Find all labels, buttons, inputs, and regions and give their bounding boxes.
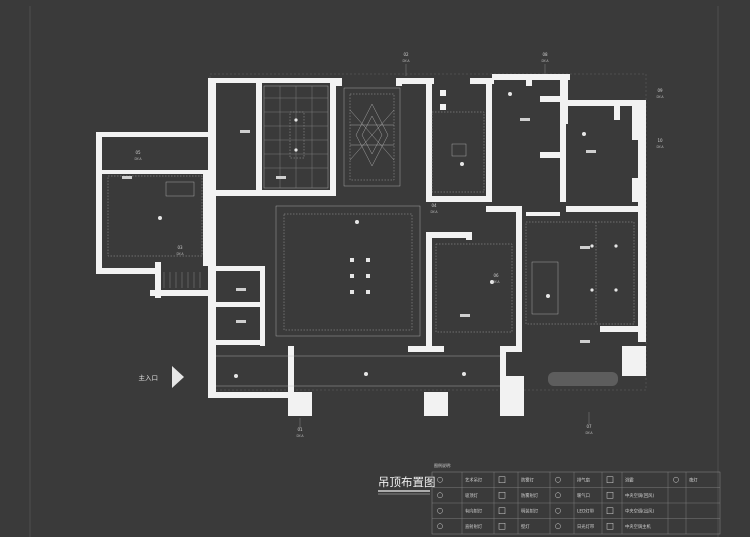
moisture-light-icon xyxy=(498,476,506,483)
legend-label: 中央空调(出风) xyxy=(625,507,654,514)
art-pendant-icon xyxy=(437,476,443,483)
ac-return-icon xyxy=(606,492,614,499)
spot-light-icon xyxy=(498,492,506,499)
section-mark-07: 07 DY-A xyxy=(585,412,593,435)
section-mark-10: 10 DY-A xyxy=(656,138,664,149)
legend-label: 吸顶灯 xyxy=(465,492,479,499)
legend-label: 夜灯 xyxy=(689,476,698,483)
section-mark-03: 03 DY-A xyxy=(176,245,184,256)
section-mark-10-id: 10 xyxy=(657,138,663,143)
led-strip-icon xyxy=(555,507,561,514)
section-mark-01-sub: DY-A xyxy=(296,434,304,438)
section-mark-08-id: 08 xyxy=(542,52,548,57)
legend-label: 明装射灯 xyxy=(521,507,539,514)
section-mark-08-sub: DY-A xyxy=(541,59,549,63)
section-mark-01-id: 01 xyxy=(297,427,303,432)
legend-label: 防雾灯 xyxy=(521,476,535,483)
section-mark-07-sub: DY-A xyxy=(585,431,593,435)
legend-label: 艺术吊灯 xyxy=(465,476,483,483)
fluorescent-strip-icon xyxy=(555,523,561,530)
section-mark-05-id: 05 xyxy=(135,150,141,155)
legend-label: 防雾射灯 xyxy=(521,492,539,499)
section-mark-05: 05 DY-A xyxy=(134,150,142,161)
section-mark-07-id: 07 xyxy=(586,424,592,429)
legend-label: 壁灯 xyxy=(521,523,530,530)
drawing-title: 吊顶布置图 xyxy=(378,475,436,489)
section-mark-04: 04 DY-A xyxy=(430,203,438,214)
section-mark-04-sub: DY-A xyxy=(430,210,438,214)
section-mark-02: 02 DY-A xyxy=(402,52,410,76)
night-light-icon xyxy=(673,476,679,483)
section-mark-08: 08 DY-A xyxy=(541,52,549,74)
section-mark-02-sub: DY-A xyxy=(402,59,410,63)
section-mark-05-sub: DY-A xyxy=(134,157,142,161)
section-mark-03-id: 03 xyxy=(177,245,183,250)
ceiling-details xyxy=(107,85,635,387)
legend-label: 排气扇 xyxy=(577,476,590,483)
watermark-smudge xyxy=(548,372,618,386)
section-mark-10-sub: DY-A xyxy=(656,145,664,149)
legend-label: 直射射灯 xyxy=(465,523,483,530)
light-fixtures xyxy=(158,92,618,378)
section-mark-06-sub: DY-A xyxy=(492,280,500,284)
legend-label: 浴霸 xyxy=(625,476,634,483)
section-mark-09: 09 DY-A xyxy=(656,88,664,99)
heating-vent-icon xyxy=(555,492,561,499)
directional-spot-icon xyxy=(437,507,443,514)
legend-label: 中央空调主机 xyxy=(625,523,651,530)
section-mark-06-id: 06 xyxy=(493,273,499,278)
legend-label: 日光灯带 xyxy=(577,523,595,530)
section-mark-09-sub: DY-A xyxy=(656,95,664,99)
down-spot-icon xyxy=(437,523,443,530)
section-mark-09-id: 09 xyxy=(657,88,663,93)
exhaust-fan-icon xyxy=(555,476,561,483)
section-mark-04-id: 04 xyxy=(431,203,437,208)
section-mark-02-id: 02 xyxy=(403,52,409,57)
section-mark-01: 01 DY-A xyxy=(296,418,304,438)
bright-spot-icon xyxy=(498,507,506,514)
main-entrance: 主入口 xyxy=(139,366,184,388)
section-mark-06: 06 DY-A xyxy=(492,273,500,284)
drawing-title-block: 吊顶布置图 xyxy=(378,475,436,495)
legend-label: LED灯带 xyxy=(577,507,595,514)
legend-label: 暖气口 xyxy=(577,492,590,499)
wall-light-icon xyxy=(498,523,506,530)
walls xyxy=(96,74,646,416)
ac-supply-icon xyxy=(606,507,614,514)
entrance-arrow-icon xyxy=(172,366,184,388)
legend-heading: 图例说明: xyxy=(434,462,451,468)
ceiling-light-icon xyxy=(437,492,443,499)
legend-label: 中央空调(回风) xyxy=(625,492,654,499)
legend-label: 有向射灯 xyxy=(465,507,483,514)
ac-host-icon xyxy=(606,523,614,530)
entrance-label: 主入口 xyxy=(139,373,159,382)
height-marks xyxy=(122,118,596,343)
section-mark-03-sub: DY-A xyxy=(176,252,184,256)
bath-heater-icon xyxy=(606,476,614,483)
